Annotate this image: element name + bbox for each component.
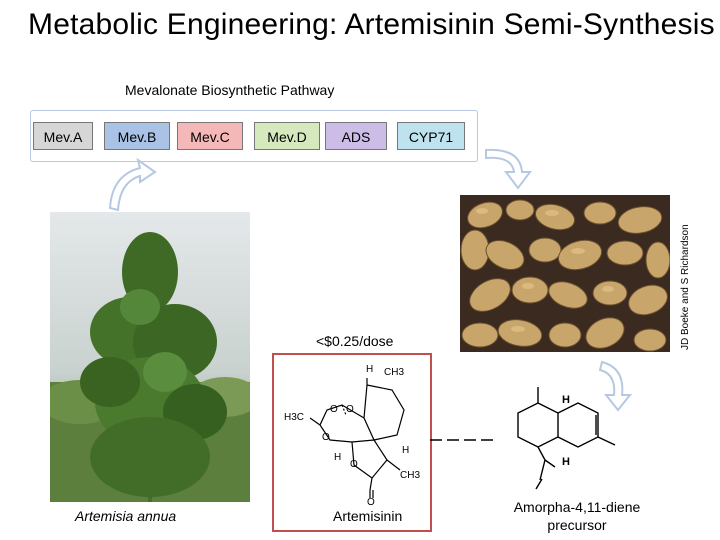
amorphadiene-structure: H H <box>517 387 616 490</box>
atom-o: O <box>322 432 330 443</box>
plant-to-pathway-arrow <box>108 157 157 212</box>
atom-ch3: CH3 <box>384 367 404 378</box>
atom-o: O <box>350 459 358 470</box>
atom-h3c: H3C <box>284 412 304 423</box>
artemisinin-structure: H CH3 H3C O O O H H O CH3 O <box>284 364 420 505</box>
atom-h: H <box>402 445 409 456</box>
atom-o: O <box>330 404 338 415</box>
gene-mev-d: Mev.D <box>254 122 320 150</box>
species-label: Artemisia annua <box>75 508 177 524</box>
gene-mev-a: Mev.A <box>33 122 93 150</box>
artemisinin-label: Artemisinin <box>333 508 403 524</box>
pathway-label: Mevalonate Biosynthetic Pathway <box>125 82 335 98</box>
atom-o: O <box>367 497 375 505</box>
cost-per-dose-label: <$0.25/dose <box>316 333 394 349</box>
slide-title: Metabolic Engineering: Artemisinin Semi-… <box>28 8 715 41</box>
atom-h: H <box>562 394 570 406</box>
atom-h: H <box>562 456 570 468</box>
atom-ch3: CH3 <box>400 470 420 481</box>
artemisia-plant-photo <box>50 212 250 502</box>
gene-cyp71: CYP71 <box>397 122 465 150</box>
atom-o: O <box>346 404 354 415</box>
artemisinin-highlight-box <box>272 353 432 532</box>
atom-h: H <box>334 452 341 463</box>
yeast-to-precursor-arrow <box>598 360 633 412</box>
atom-h: H <box>366 364 373 375</box>
gene-ads: ADS <box>325 122 387 150</box>
precursor-label: Amorpha-4,11-diene precursor <box>513 499 641 533</box>
gene-mev-c: Mev.C <box>177 122 243 150</box>
yeast-micrograph <box>460 195 670 352</box>
gene-mev-b: Mev.B <box>104 122 170 150</box>
pathway-to-yeast-arrow <box>485 148 532 190</box>
